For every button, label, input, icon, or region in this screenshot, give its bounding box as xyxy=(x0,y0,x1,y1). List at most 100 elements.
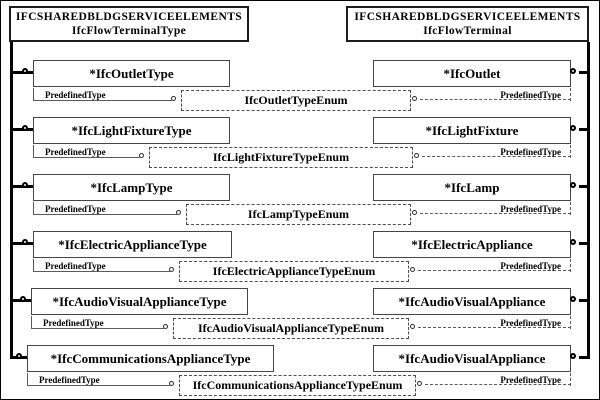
attribute-label: PredefinedType xyxy=(45,90,106,100)
attribute-label: PredefinedType xyxy=(500,147,561,157)
attribute-label: PredefinedType xyxy=(500,375,561,385)
attribute-label: PredefinedType xyxy=(45,204,106,214)
connection-circle xyxy=(570,125,576,131)
attribute-dashed-line xyxy=(425,384,571,385)
attribute-label: PredefinedType xyxy=(39,375,100,385)
optional-circle xyxy=(414,153,419,158)
connection-circle xyxy=(570,68,576,74)
entity-box-right: *IfcAudioVisualAppliance xyxy=(373,288,571,315)
attribute-line xyxy=(33,157,140,158)
attribute-dashed-line xyxy=(420,213,571,214)
optional-circle xyxy=(169,381,174,386)
enum-box: IfcElectricApplianceTypeEnum xyxy=(179,261,409,282)
enum-box: IfcOutletTypeEnum xyxy=(181,90,411,111)
attribute-line xyxy=(33,202,34,215)
connector-line xyxy=(579,299,590,302)
entity-label: *IfcOutlet xyxy=(443,65,501,81)
entity-label: *IfcLightFixture xyxy=(425,122,519,138)
attribute-dashed-line xyxy=(570,88,571,101)
entity-label: *IfcOutletType xyxy=(89,65,174,81)
entity-box-right: *IfcElectricAppliance xyxy=(373,231,571,258)
connection-circle xyxy=(22,182,28,188)
enum-box: IfcAudioVisualApplianceTypeEnum xyxy=(173,318,409,339)
connection-circle xyxy=(570,239,576,245)
attribute-line xyxy=(27,373,28,386)
attribute-label: PredefinedType xyxy=(500,261,561,271)
entity-group-name: IfcFlowTerminal xyxy=(423,25,512,37)
right-rail-line xyxy=(587,42,590,359)
enum-label: IfcAudioVisualApplianceTypeEnum xyxy=(197,321,385,335)
attribute-label: PredefinedType xyxy=(45,261,106,271)
optional-circle xyxy=(417,381,422,386)
optional-circle xyxy=(171,96,176,101)
entity-label: *IfcAudioVisualAppliance xyxy=(398,293,546,309)
enum-box: IfcLightFixtureTypeEnum xyxy=(149,147,413,168)
attribute-dashed-line xyxy=(570,316,571,329)
optional-circle xyxy=(169,267,174,272)
entity-label: *IfcLampType xyxy=(90,179,173,195)
entity-label: *IfcAudioVisualApplianceType xyxy=(52,293,227,309)
entity-box-left: *IfcLightFixtureType xyxy=(33,117,230,144)
connection-circle xyxy=(570,353,576,359)
attribute-line xyxy=(31,328,164,329)
enum-label: IfcElectricApplianceTypeEnum xyxy=(212,264,376,278)
attribute-line xyxy=(33,271,170,272)
attribute-label: PredefinedType xyxy=(500,318,561,328)
attribute-dashed-line xyxy=(570,202,571,215)
enum-label: IfcLampTypeEnum xyxy=(247,207,350,221)
attribute-line xyxy=(33,214,177,215)
attribute-dashed-line xyxy=(420,99,571,100)
connection-circle xyxy=(570,296,576,302)
connector-line xyxy=(579,356,590,359)
enum-box: IfcLampTypeEnum xyxy=(186,204,411,225)
entity-box-left: *IfcOutletType xyxy=(33,60,230,87)
attribute-line xyxy=(33,100,172,101)
attribute-line xyxy=(31,316,32,329)
attribute-line xyxy=(33,259,34,272)
attribute-label: PredefinedType xyxy=(43,318,104,328)
entity-box-right: *IfcAudioVisualAppliance xyxy=(373,345,571,372)
enum-label: IfcCommunicationsApplianceTypeEnum xyxy=(192,378,403,392)
attribute-dashed-line xyxy=(570,145,571,158)
connection-circle xyxy=(22,68,28,74)
attribute-dashed-line xyxy=(422,156,571,157)
attribute-dashed-line xyxy=(418,327,571,328)
left-rail-line xyxy=(10,42,13,359)
attribute-label: PredefinedType xyxy=(500,204,561,214)
schema-name: IFCSHAREDBLDGSERVICEELEMENTS xyxy=(15,11,243,23)
attribute-dashed-line xyxy=(570,373,571,386)
attribute-line xyxy=(33,145,34,158)
attribute-dashed-line xyxy=(418,270,571,271)
entity-box-right: *IfcLamp xyxy=(373,174,571,201)
connector-line xyxy=(579,71,590,74)
attribute-label: PredefinedType xyxy=(45,147,106,157)
entity-label: *IfcLamp xyxy=(444,179,500,195)
entity-box-left: *IfcAudioVisualApplianceType xyxy=(31,288,248,315)
connection-circle xyxy=(16,353,22,359)
entity-box-right: *IfcLightFixture xyxy=(373,117,571,144)
optional-circle xyxy=(176,210,181,215)
entity-box-left: *IfcElectricApplianceType xyxy=(33,231,232,258)
attribute-dashed-line xyxy=(570,259,571,272)
attribute-line xyxy=(27,385,170,386)
attribute-label: PredefinedType xyxy=(500,90,561,100)
entity-group-name: IfcFlowTerminalType xyxy=(71,25,187,37)
optional-circle xyxy=(412,210,417,215)
schema-name: IFCSHAREDBLDGSERVICEELEMENTS xyxy=(354,11,581,23)
connection-circle xyxy=(20,296,26,302)
connector-line xyxy=(579,242,590,245)
entity-label: *IfcElectricApplianceType xyxy=(58,236,207,252)
schema-header-right: IFCSHAREDBLDGSERVICEELEMENTS IfcFlowTerm… xyxy=(346,6,589,42)
entity-label: *IfcAudioVisualAppliance xyxy=(398,350,546,366)
connector-line xyxy=(579,128,590,131)
schema-header-left: IFCSHAREDBLDGSERVICEELEMENTS IfcFlowTerm… xyxy=(9,6,249,42)
entity-box-right: *IfcOutlet xyxy=(373,60,571,87)
entity-box-left: *IfcCommunicationsApplianceType xyxy=(27,345,274,372)
optional-circle xyxy=(410,267,415,272)
connection-circle xyxy=(22,239,28,245)
attribute-line xyxy=(33,88,34,101)
enum-label: IfcOutletTypeEnum xyxy=(244,93,348,107)
optional-circle xyxy=(163,324,168,329)
entity-box-left: *IfcLampType xyxy=(33,174,230,201)
